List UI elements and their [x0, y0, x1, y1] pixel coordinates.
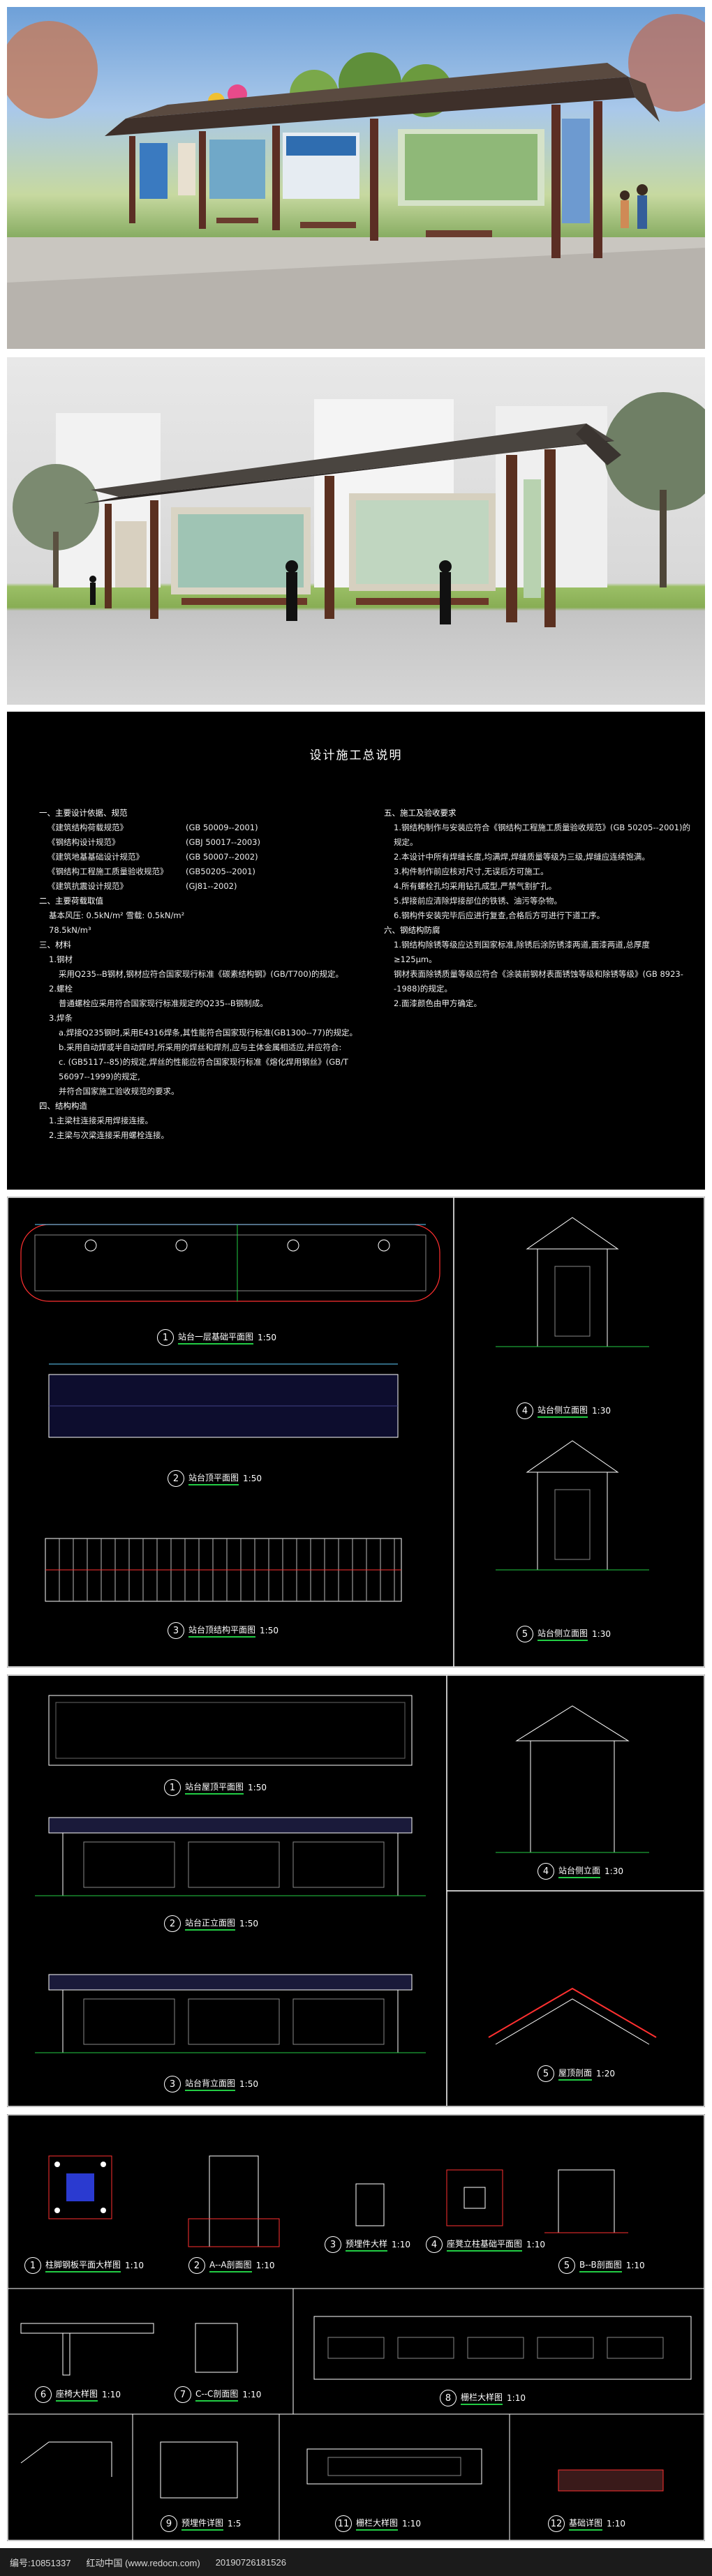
- notes-line: 并符合国家施工验收规范的要求。: [59, 1086, 179, 1096]
- notes-heading: 一、主要设计依据、规范: [39, 808, 128, 818]
- notes-line: 78.5kN/m³: [49, 925, 91, 935]
- notes-heading: 二、主要荷载取值: [39, 896, 103, 906]
- standard-row: 《建筑地基基础设计规范》 (GB 50007--2002): [39, 850, 374, 864]
- notes-heading: 六、钢结构防腐: [384, 925, 440, 935]
- cad-drawing-3: [7, 2114, 705, 2541]
- notes-heading: 五、施工及验收要求: [384, 808, 457, 818]
- footer-site: 红动中国 (www.redocn.com): [86, 2557, 200, 2568]
- notes-line: 1.钢结构制作与安装应符合《钢结构工程施工质量验收规范》(GB 50205--2…: [394, 823, 691, 847]
- standard-name: 《建筑结构荷载规范》: [47, 823, 128, 832]
- notes-line: 6.钢构件安装完毕后应进行复查,合格后方可进行下道工序。: [394, 911, 605, 920]
- standard-row: 《建筑抗震设计规范》 (GJ81--2002): [39, 879, 374, 894]
- notes-line: 5.焊接前应清除焊接部位的铁锈、油污等杂物。: [394, 896, 562, 906]
- standard-name: 《钢结构工程施工质量验收规范》: [47, 867, 168, 876]
- notes-line: 2.面漆颜色由甲方确定。: [394, 998, 482, 1008]
- standard-code: (GJ81--2002): [186, 881, 237, 891]
- bus-shelter-render-2: [13, 392, 705, 627]
- notes-line: 4.所有螺栓孔均采用钻孔成型,严禁气割扩孔。: [394, 881, 557, 891]
- render-image-1: [7, 7, 705, 349]
- design-notes-sheet: 设计施工总说明 一、主要设计依据、规范《建筑结构荷载规范》 (GB 50009--…: [7, 712, 705, 1190]
- notes-line: 1.钢材: [49, 954, 73, 964]
- notes-line: 钢材表面除锈质量等级应符合《涂装前钢材表面锈蚀等级和除锈等级》(GB 8923-…: [394, 969, 683, 994]
- standard-code: (GB50205--2001): [186, 867, 255, 876]
- standard-code: (GB 50009--2001): [186, 823, 258, 832]
- notes-line: 2.本设计中所有焊缝长度,均满焊,焊缝质量等级为三级,焊缝应连续饱满。: [394, 852, 650, 862]
- standard-name: 《建筑抗震设计规范》: [47, 881, 128, 891]
- standard-name: 《钢结构设计规范》: [47, 837, 120, 847]
- notes-line: 3.焊条: [49, 1013, 73, 1023]
- standard-code: (GB 50007--2002): [186, 852, 258, 862]
- notes-line: 2.螺栓: [49, 984, 73, 994]
- footer-id: 编号:10851337: [10, 2557, 71, 2568]
- notes-line: a.焊接Q235钢时,采用E4316焊条,其性能符合国家现行标准(GB1300-…: [59, 1028, 358, 1038]
- notes-line: 1.主梁柱连接采用焊接连接。: [49, 1116, 153, 1125]
- notes-line: 1.钢结构除锈等级应达到国家标准,除锈后涂防锈漆两道,面漆两道,总厚度≥125μ…: [394, 940, 650, 964]
- standard-code: (GBJ 50017--2003): [186, 837, 260, 847]
- render-image-2: [7, 357, 705, 705]
- standard-row: 《建筑结构荷载规范》 (GB 50009--2001): [39, 821, 374, 835]
- cad-drawing-1: [7, 1197, 705, 1668]
- watermark-footer: 编号:10851337 红动中国 (www.redocn.com) 201907…: [0, 2548, 712, 2576]
- standard-row: 《钢结构工程施工质量验收规范》 (GB50205--2001): [39, 864, 374, 879]
- footer-date: 20190726181526: [215, 2556, 286, 2568]
- bus-shelter-render-1: [7, 14, 705, 349]
- cad-drawing-2: [7, 1675, 705, 2107]
- notes-title: 设计施工总说明: [309, 749, 403, 763]
- notes-line: c. (GB5117--85)的规定,焊丝的性能应符合国家现行标准《熔化焊用钢丝…: [59, 1057, 348, 1081]
- notes-line: 3.构件制作前应核对尺寸,无误后方可施工。: [394, 867, 549, 876]
- standard-name: 《建筑地基基础设计规范》: [47, 852, 144, 862]
- notes-heading: 四、结构构造: [39, 1101, 87, 1111]
- notes-line: 2.主梁与次梁连接采用螺栓连接。: [49, 1130, 169, 1140]
- notes-line: b.采用自动焊或半自动焊时,所采用的焊丝和焊剂,应与主体金属相适应,并应符合:: [59, 1042, 342, 1052]
- notes-left-column: 一、主要设计依据、规范《建筑结构荷载规范》 (GB 50009--2001) 《钢结…: [39, 806, 374, 1143]
- notes-line: 采用Q235--B钢材,钢材应符合国家现行标准《碳素结构钢》(GB/T700)的…: [59, 969, 344, 979]
- notes-heading: 三、材料: [39, 940, 71, 950]
- standard-row: 《钢结构设计规范》 (GBJ 50017--2003): [39, 835, 374, 850]
- notes-line: 基本风压: 0.5kN/m² 雪载: 0.5kN/m²: [49, 911, 185, 920]
- notes-right-column: 五、施工及验收要求 1.钢结构制作与安装应符合《钢结构工程施工质量验收规范》(GB…: [384, 806, 691, 1011]
- notes-line: 普通螺栓应采用符合国家现行标准规定的Q235--B钢制成。: [59, 998, 268, 1008]
